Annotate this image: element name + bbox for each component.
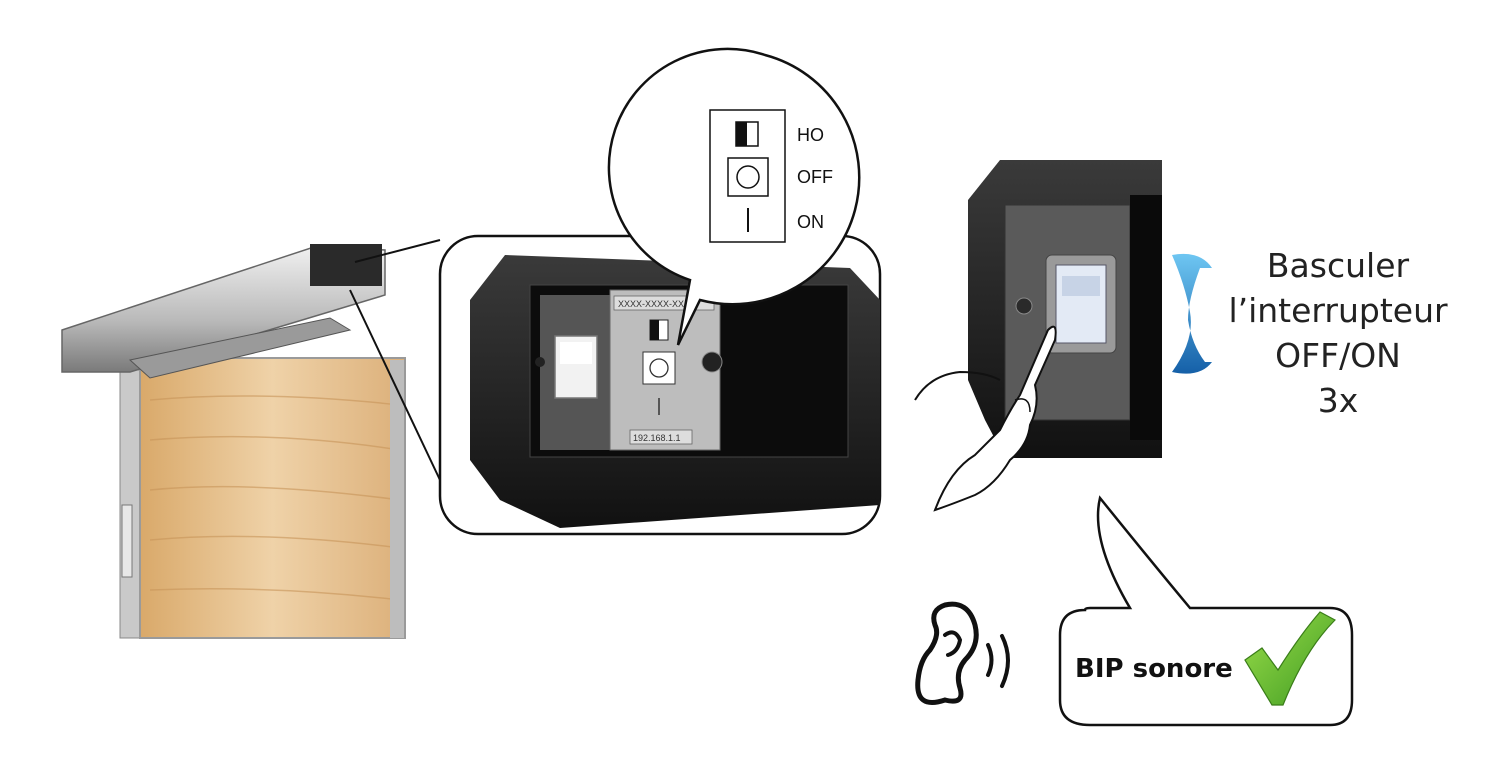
beep-bubble — [1058, 495, 1354, 727]
closeup-right-cavity — [1130, 195, 1162, 440]
ho-label: HO — [797, 125, 824, 145]
switch-legend-callout: HO OFF ON — [607, 47, 861, 346]
zoom-line-top — [354, 239, 441, 263]
plate-ho-fill — [650, 320, 659, 340]
device-zoom-panel: XXXX-XXXX-XX 192.168.1.1 — [438, 234, 882, 536]
door-leaf — [139, 357, 406, 639]
door-assembly — [61, 244, 406, 639]
zoom-line-bottom — [349, 289, 441, 481]
rotate-arrow-icon — [1172, 253, 1212, 374]
instruction-line-2: l’interrupteur — [1228, 291, 1448, 330]
operator-arm — [128, 317, 352, 379]
closeup-screw — [1015, 297, 1033, 315]
off-icon-circle — [736, 165, 760, 189]
instruction-line-3: OFF/ON — [1275, 336, 1401, 375]
device-connector — [701, 351, 723, 373]
ear-icon — [915, 601, 979, 705]
closeup-switch-top — [1062, 276, 1100, 296]
device-closeup — [968, 160, 1162, 458]
plate-off-circle — [649, 358, 669, 378]
off-icon — [727, 157, 769, 197]
rocker-switch-top — [560, 342, 592, 364]
off-label: OFF — [797, 167, 833, 187]
beep-callout: BIP sonore — [1058, 495, 1354, 727]
beep-label: BIP sonore — [1075, 654, 1233, 684]
hand-icon — [914, 325, 1057, 512]
instruction-line-4: 3x — [1318, 381, 1359, 420]
plate-off-symbol — [642, 351, 676, 385]
instruction-line-1: Basculer — [1267, 246, 1410, 285]
operator-end-cap — [310, 244, 382, 286]
check-icon — [1244, 611, 1336, 706]
door-edge — [390, 360, 404, 638]
serial-label: XXXX-XXXX-XX — [618, 299, 684, 309]
door-hinge — [121, 504, 133, 578]
ip-label: 192.168.1.1 — [633, 433, 681, 443]
on-label: ON — [797, 212, 824, 232]
sound-waves-icon — [986, 634, 1010, 688]
ho-icon-fill — [736, 122, 747, 146]
screw — [535, 357, 545, 367]
instruction-text: Basculer l’interrupteur OFF/ON 3x — [1228, 246, 1448, 420]
plate-ip-box — [629, 429, 693, 445]
